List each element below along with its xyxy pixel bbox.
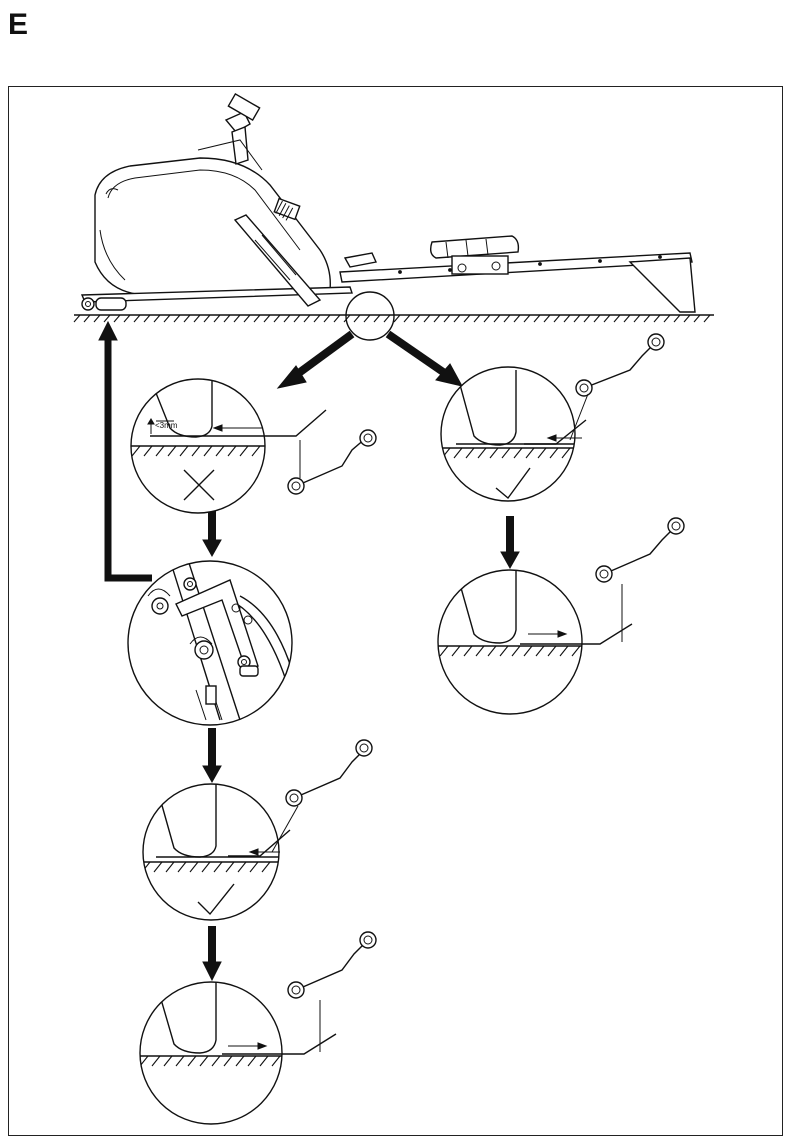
- seat-rail: [339, 252, 693, 283]
- detail-adjustment-mechanism: [127, 560, 293, 726]
- section-letter: E: [8, 8, 29, 41]
- footrest: [343, 252, 377, 268]
- detail-gap-too-large: <3mm: [130, 378, 377, 514]
- monitor-head: [227, 92, 261, 122]
- detail-gap-correct-a: [440, 333, 665, 502]
- incorrect-mark: [183, 469, 215, 501]
- rowing-machine-illustration: [73, 92, 714, 341]
- detail-adjusted-flush-a: [437, 517, 685, 715]
- transport-wheel: [95, 297, 127, 311]
- gap-label: <3mm: [155, 421, 178, 430]
- correct-mark: [495, 467, 531, 500]
- seat: [429, 235, 520, 259]
- floor-hatching: [73, 314, 711, 323]
- handle-stem: [233, 214, 322, 307]
- detail-adjusted-flush-b: [139, 931, 377, 1125]
- flow-arrows: [98, 320, 520, 982]
- detail-gap-correct-b: [142, 739, 373, 921]
- wrench-ring: [287, 477, 305, 495]
- detail-callout-circle: [345, 291, 395, 341]
- correct-mark: [197, 883, 235, 916]
- rear-stabilizer: [628, 257, 696, 313]
- diagram-frame: [8, 86, 783, 1136]
